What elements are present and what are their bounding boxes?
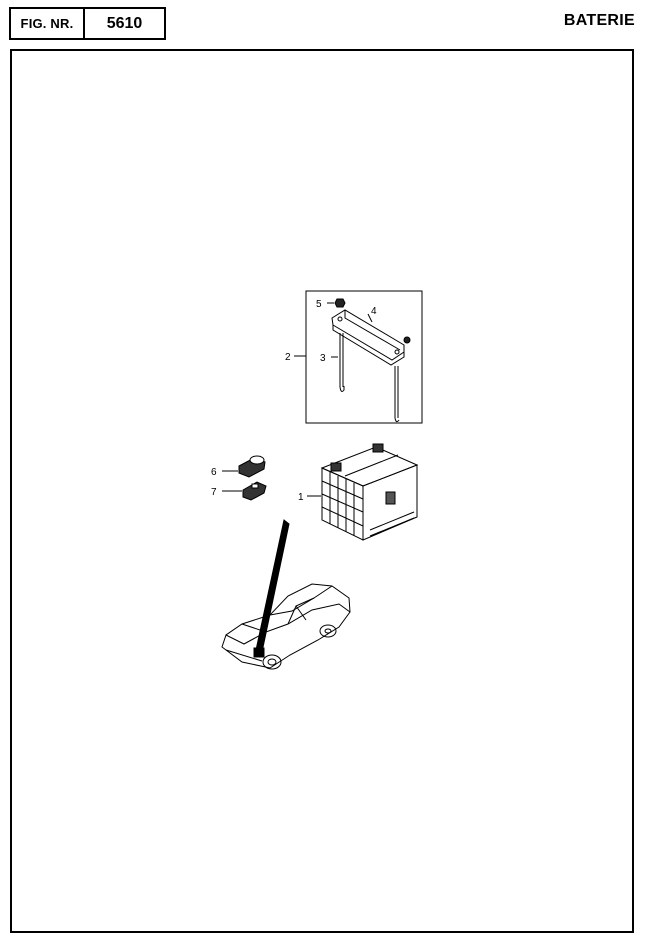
hold-down-bracket bbox=[331, 309, 405, 366]
j-bolt-rods bbox=[339, 333, 400, 423]
callout-4: 4 bbox=[371, 306, 377, 317]
callout-1: 1 bbox=[298, 492, 304, 503]
callout-7: 7 bbox=[211, 487, 217, 498]
callout-3: 3 bbox=[320, 353, 326, 364]
figure-label: FIG. NR. bbox=[11, 9, 85, 38]
car-illustration bbox=[221, 583, 351, 670]
location-pointer bbox=[255, 519, 290, 653]
callout-2: 2 bbox=[285, 352, 291, 363]
page-title: BATERIE bbox=[563, 12, 635, 29]
nut-part bbox=[334, 298, 411, 344]
terminal-clamp-part bbox=[238, 455, 266, 478]
callout-5: 5 bbox=[316, 299, 322, 310]
figure-number-box: FIG. NR. 5610 bbox=[9, 7, 166, 40]
terminal-connector-part bbox=[242, 481, 267, 501]
figure-number: 5610 bbox=[106, 14, 143, 32]
callout-6: 6 bbox=[211, 467, 217, 478]
bracket-kit-box bbox=[305, 290, 423, 424]
drawing-frame bbox=[10, 49, 634, 933]
battery-part bbox=[320, 443, 419, 541]
